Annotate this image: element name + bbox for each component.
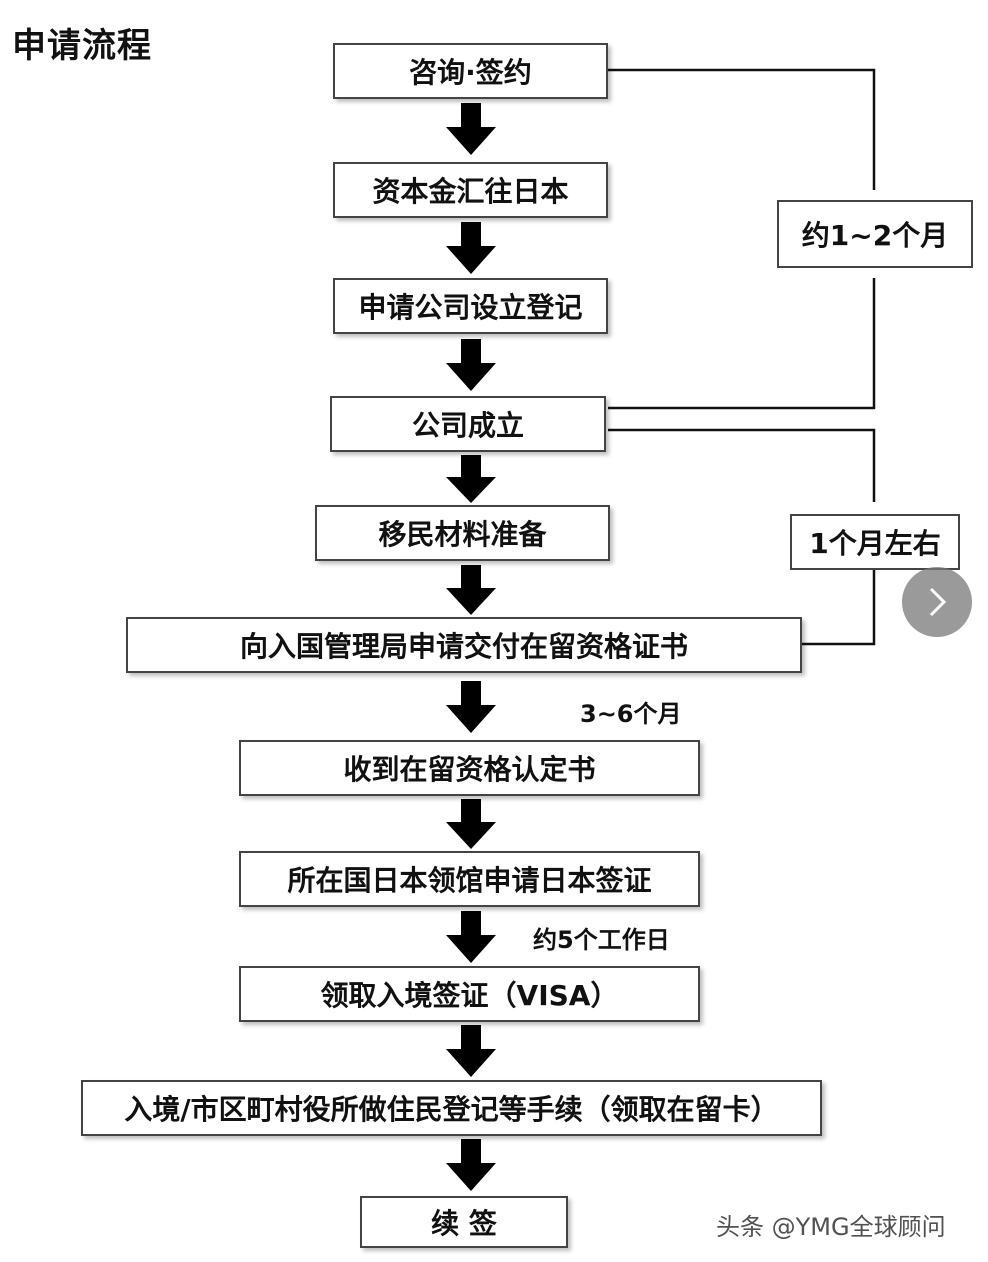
step-capital-transfer: 资本金汇往日本 [333,162,608,218]
down-arrow-icon [446,455,496,503]
down-arrow-icon [446,565,496,615]
step-immigration-docs: 移民材料准备 [315,505,610,561]
step-company-established: 公司成立 [330,396,606,452]
down-arrow-icon [446,1025,496,1077]
duration-5-workdays: 约5个工作日 [533,926,670,954]
step-visa-application: 所在国日本领馆申请日本签证 [239,851,700,907]
down-arrow-icon [446,103,496,155]
down-arrow-icon [446,222,496,274]
bracket-2-top [608,428,876,502]
down-arrow-icon [446,1139,496,1191]
down-arrow-icon [446,681,496,733]
duration-1-2-months: 约1~2个月 [777,200,973,268]
page-title: 申请流程 [12,26,152,66]
step-receive-visa: 领取入境签证（VISA） [239,966,700,1022]
bracket-2-bottom [802,570,876,646]
down-arrow-icon [446,911,496,963]
step-apply-coe: 向入国管理局申请交付在留资格证书 [126,617,802,673]
step-company-registration: 申请公司设立登记 [333,278,608,334]
watermark: 头条 @YMG全球顾问 [716,1213,946,1241]
down-arrow-icon [446,339,496,391]
step-consult-sign: 咨询·签约 [333,43,608,99]
duration-about-1-month: 1个月左右 [790,514,960,570]
step-resident-registration: 入境/市区町村役所做住民登记等手续（领取在留卡） [81,1080,822,1136]
duration-3-6-months: 3~6个月 [580,700,682,728]
step-receive-coe: 收到在留资格认定书 [239,740,700,796]
bracket-1-bottom [608,278,876,410]
down-arrow-icon [446,799,496,849]
next-image-button[interactable] [902,567,972,637]
step-renewal: 续 签 [360,1196,568,1248]
bracket-1-top [608,68,876,190]
chevron-right-icon [929,587,947,617]
